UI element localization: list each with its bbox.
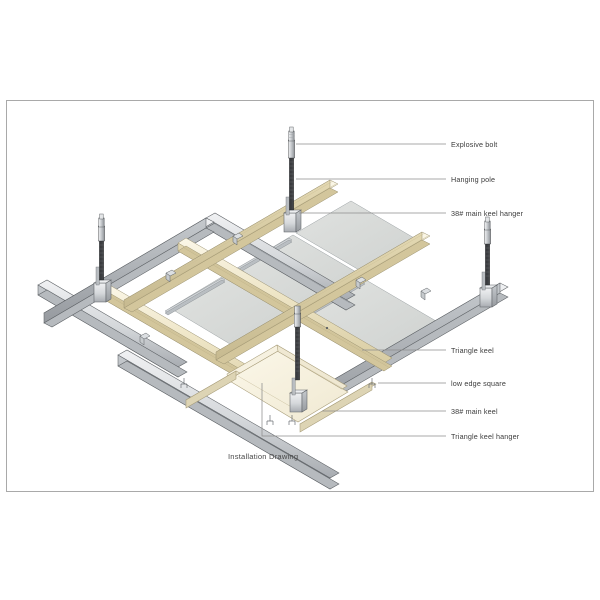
- label-main-keel: 38# main keel: [451, 407, 498, 416]
- keel-connector: [165, 272, 171, 283]
- label-hanging-pole: Hanging pole: [451, 175, 496, 184]
- triangle-keel-group-b: [123, 179, 431, 365]
- triangle-keel: [177, 237, 393, 372]
- hanger-assembly-left: [93, 213, 112, 303]
- panel-batten: [164, 279, 226, 316]
- main-keel-cross-left: [43, 217, 215, 328]
- keel-connector: [355, 279, 361, 290]
- hanger-assembly-center-front: [289, 305, 308, 413]
- hanger-assembly-top: [283, 126, 302, 233]
- reference-dot: [325, 326, 329, 330]
- explosive-bolt: [294, 305, 301, 315]
- clip-marker-group: [180, 378, 376, 425]
- hanging-pole: [294, 312, 301, 381]
- leader-line-triangle-keel-hanger: [261, 383, 446, 437]
- clip-marker: [266, 415, 274, 425]
- low-edge-square: [185, 344, 377, 433]
- triangle-keel: [215, 231, 431, 365]
- hanging-pole: [98, 225, 105, 281]
- leader-line-group: [261, 143, 446, 437]
- hanging-pole: [288, 139, 295, 211]
- clip-marker: [368, 378, 376, 388]
- keel-connector: [420, 290, 426, 301]
- explosive-bolt: [98, 213, 105, 228]
- explosive-bolt: [484, 216, 491, 231]
- clip-marker: [288, 415, 296, 425]
- main-keel-hanger: [283, 196, 302, 233]
- explosive-bolt: [288, 126, 295, 142]
- label-triangle-keel: Triangle keel: [451, 346, 494, 355]
- main-keel-hanger: [93, 266, 112, 303]
- main-keel-hanger: [479, 271, 498, 308]
- keel-connector: [232, 235, 238, 246]
- main-keel-front: [117, 349, 340, 490]
- hanger-assembly-right: [479, 216, 498, 308]
- label-main-keel-hanger: 38# main keel hanger: [451, 209, 524, 218]
- triangle-keel: [123, 179, 339, 313]
- label-low-edge-square: low edge square: [451, 379, 506, 388]
- hanging-pole: [484, 228, 491, 286]
- triangle-keel-hanger: [289, 377, 308, 413]
- clip-marker: [180, 378, 188, 388]
- figure-caption: Installation Drawing: [228, 452, 299, 461]
- label-explosive-bolt: Explosive bolt: [451, 140, 498, 149]
- label-triangle-keel-hanger: Triangle keel hanger: [451, 432, 520, 441]
- keel-connector-group: [139, 232, 432, 346]
- keel-connector: [139, 335, 145, 346]
